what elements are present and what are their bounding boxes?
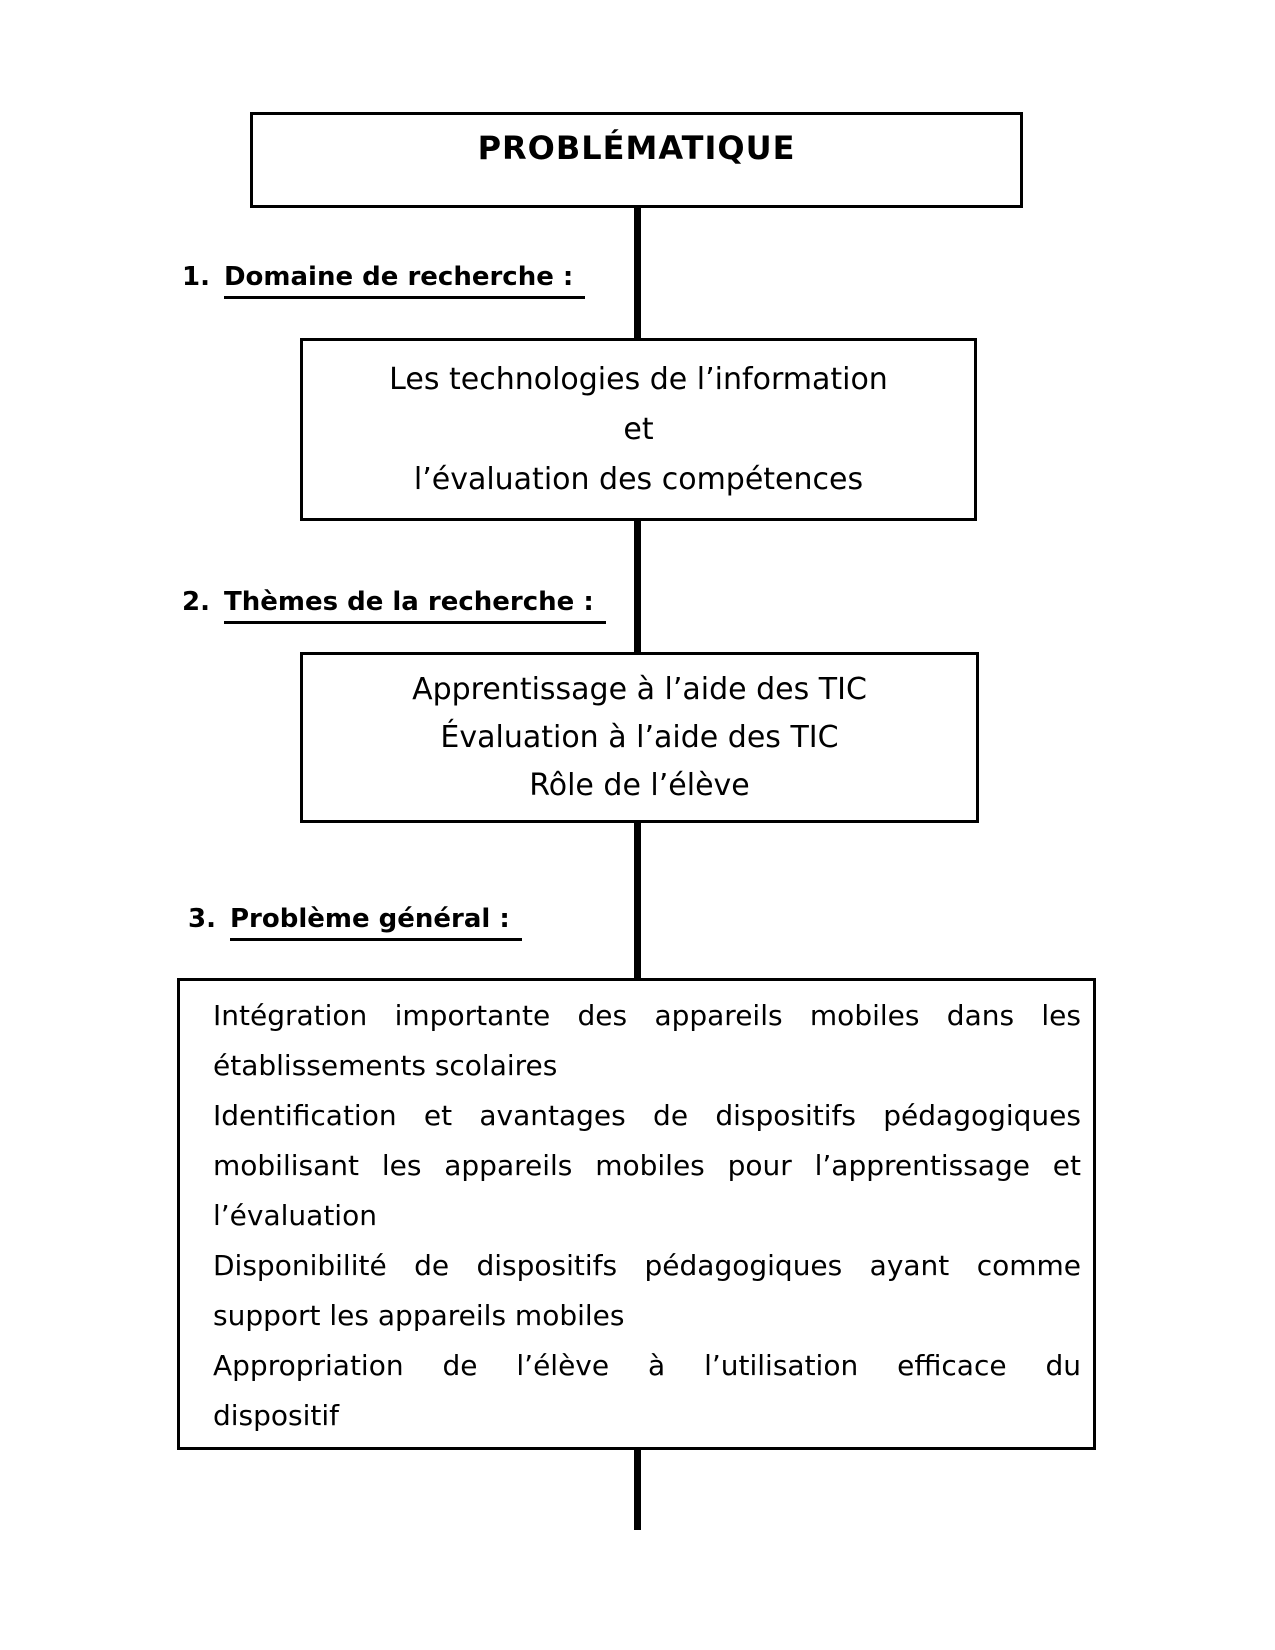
section-3-number: 3. xyxy=(188,904,216,934)
domain-box-line: l’évaluation des compétences xyxy=(413,461,864,497)
themes-box-line: Apprentissage à l’aide des TIC xyxy=(412,671,867,707)
general-problem-box: Intégration importante des appareils mob… xyxy=(177,978,1096,1450)
section-1-label: Domaine de recherche : xyxy=(223,262,586,299)
section-3-heading: 3. Problème général : xyxy=(188,904,522,941)
problem-line: mobilisant les appareils mobiles pour l’… xyxy=(213,1149,1081,1182)
title-box: PROBLÉMATIQUE xyxy=(250,112,1023,208)
section-2-heading: 2. Thèmes de la recherche : xyxy=(182,587,606,624)
domain-box: Les technologies de l’information et l’é… xyxy=(300,338,977,521)
problem-line: établissements scolaires xyxy=(213,1049,558,1082)
themes-box-line: Évaluation à l’aide des TIC xyxy=(440,719,839,755)
page-title: PROBLÉMATIQUE xyxy=(477,129,796,167)
problem-line: Appropriation de l’élève à l’utilisation… xyxy=(213,1349,1081,1382)
problem-line: l’évaluation xyxy=(213,1199,377,1232)
domain-box-line: et xyxy=(623,411,654,447)
domain-box-line: Les technologies de l’information xyxy=(389,361,888,397)
themes-box-line: Rôle de l’élève xyxy=(529,767,750,803)
problem-line: Identification et avantages de dispositi… xyxy=(213,1099,1081,1132)
problem-line: dispositif xyxy=(213,1399,340,1432)
themes-box: Apprentissage à l’aide des TIC Évaluatio… xyxy=(300,652,979,823)
problem-line: Disponibilité de dispositifs pédagogique… xyxy=(213,1249,1081,1282)
section-1-number: 1. xyxy=(182,262,210,292)
section-2-label: Thèmes de la recherche : xyxy=(223,587,606,624)
problem-line: support les appareils mobiles xyxy=(213,1299,625,1332)
connector-line xyxy=(634,207,641,1530)
section-3-label: Problème général : xyxy=(229,904,522,941)
problem-line: Intégration importante des appareils mob… xyxy=(213,999,1081,1032)
section-1-heading: 1. Domaine de recherche : xyxy=(182,262,586,299)
section-2-number: 2. xyxy=(182,587,210,617)
